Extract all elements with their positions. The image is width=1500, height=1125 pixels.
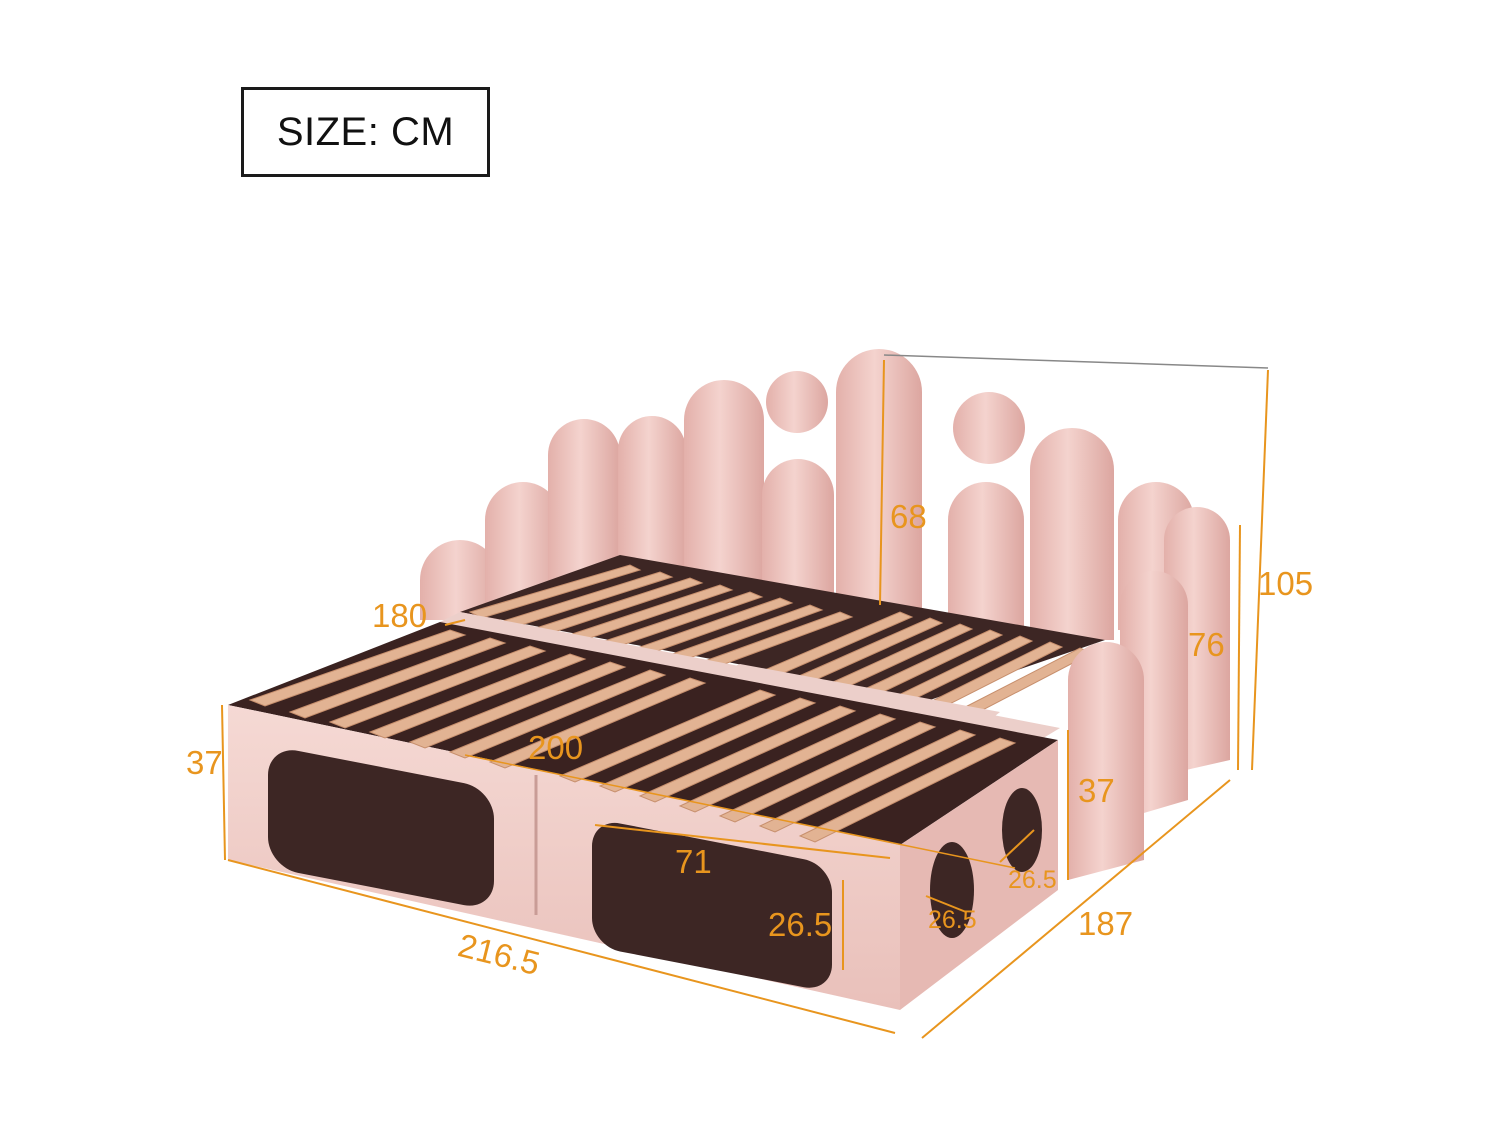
dim-hole-diameter-a: 26.5 xyxy=(928,906,977,934)
headboard-ball xyxy=(953,392,1025,464)
headboard-pad xyxy=(948,482,1024,645)
headboard-pad xyxy=(762,459,834,600)
side-opening xyxy=(592,822,832,988)
side-armrest xyxy=(1068,507,1230,880)
dimension-lines xyxy=(221,354,1269,1039)
headboard-pad xyxy=(420,540,500,620)
headboard-pad xyxy=(485,482,561,610)
side-opening xyxy=(268,750,494,906)
size-unit-label: SIZE: CM xyxy=(241,87,490,177)
headboard-pad xyxy=(1030,428,1114,640)
dim-headboard-height: 68 xyxy=(890,498,927,535)
back-bed-frame xyxy=(440,555,1105,740)
headboard-pad xyxy=(836,349,922,610)
dim-inner-length: 200 xyxy=(528,729,583,766)
headboard xyxy=(420,349,1194,645)
dim-side-height: 76 xyxy=(1188,626,1225,663)
headboard-pad xyxy=(618,416,686,590)
dim-opening-width: 71 xyxy=(675,843,712,880)
end-hole xyxy=(930,842,974,938)
dim-total-height: 105 xyxy=(1258,565,1313,602)
dim-base-height-right: 37 xyxy=(1078,772,1115,809)
headboard-pad xyxy=(684,380,764,590)
headboard-pad xyxy=(548,419,620,600)
side-pad xyxy=(1068,642,1144,880)
headboard-ball xyxy=(766,371,828,433)
dim-base-height-left: 37 xyxy=(186,744,223,781)
front-trundle xyxy=(228,622,1058,1010)
dim-opening-height: 26.5 xyxy=(768,906,832,943)
dim-total-width: 187 xyxy=(1078,905,1133,942)
dim-total-length: 216.5 xyxy=(454,926,543,982)
dim-hole-diameter-b: 26.5 xyxy=(1008,866,1057,894)
end-hole xyxy=(1002,788,1042,872)
dim-width-back: 180 xyxy=(372,597,427,634)
